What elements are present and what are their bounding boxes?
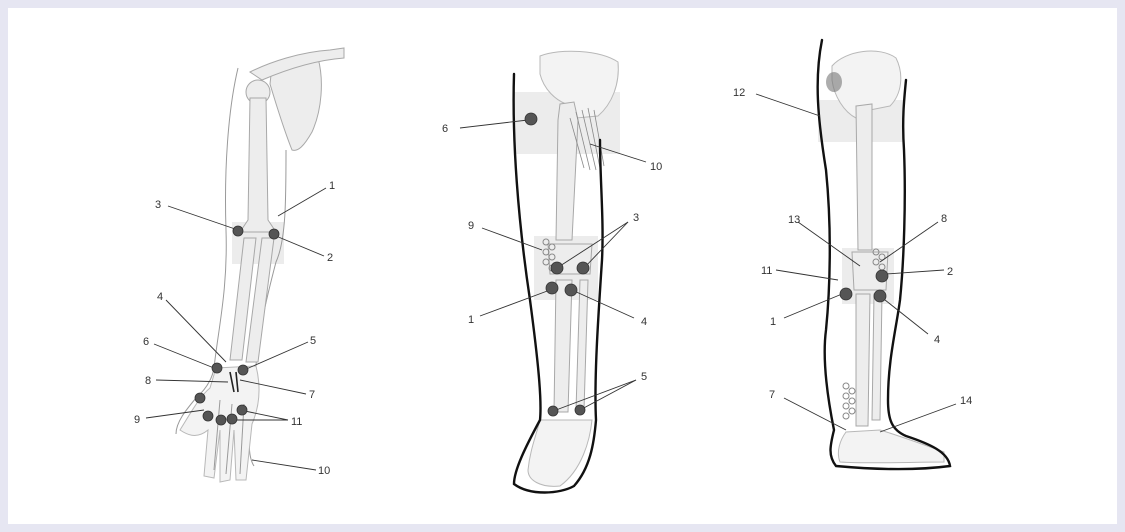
leg-side-label-7: 7 [769,389,775,401]
arm-label-8: 8 [145,375,151,387]
leg-front-leader-9 [482,228,542,250]
arm-label-11: 11 [291,416,302,428]
leg-front-label-1: 1 [468,314,474,326]
tibia [554,280,572,412]
leg-front-point-3a [551,262,563,274]
leg-front-label-6: 6 [442,123,448,135]
leg-front-point-1 [546,282,558,294]
arm-point-6 [212,363,222,373]
arm-leader-6 [154,344,214,368]
arm-label-9: 9 [134,414,140,426]
leg-front-point-3b [577,262,589,274]
fibula-side [872,294,882,420]
leg-side-figure: 12 13 8 11 2 1 4 7 14 [733,40,972,469]
leg-side-label-2: 2 [947,266,953,278]
arm-label-5: 5 [310,335,316,347]
humerus [240,98,276,232]
arm-label-6: 6 [143,336,149,348]
leg-front-label-10: 10 [650,161,662,173]
arm-label-1: 1 [329,180,335,192]
leg-side-point-1 [840,288,852,300]
arm-point-2 [269,229,279,239]
leg-side-leader-14 [880,404,956,432]
leg-front-point-5a [548,406,558,416]
leg-front-figure: 6 10 9 3 1 4 5 [442,51,662,492]
tibia-side [856,294,870,426]
leg-side-label-8: 8 [941,213,947,225]
arm-label-4: 4 [157,291,163,303]
leg-side-label-12: 12 [733,87,745,99]
leg-front-point-5b [575,405,585,415]
arm-point-11b [227,414,237,424]
leg-side-leader-4 [880,296,928,334]
arm-point-9a [195,393,205,403]
arm-label-7: 7 [309,389,315,401]
leg-front-leader-5b [580,380,636,410]
leg-side-leader-2 [886,270,944,274]
arm-point-3 [233,226,243,236]
leg-side-leader-8 [880,222,938,262]
figure-panel: 1 2 3 4 5 6 7 8 9 10 11 [8,8,1117,524]
arm-leader-10 [252,460,316,470]
arm-point-9b [203,411,213,421]
leg-side-label-1: 1 [770,316,776,328]
arm-label-3: 3 [155,199,161,211]
calf-hatch [843,383,855,419]
arm-label-10: 10 [318,465,330,477]
leg-side-leader-7 [784,398,846,430]
arm-point-11c [237,405,247,415]
leg-front-point-6 [525,113,537,125]
leg-front-label-4: 4 [641,316,647,328]
leg-front-label-3: 3 [633,212,639,224]
leg-side-label-4: 4 [934,334,940,346]
leg-side-label-11: 11 [761,265,772,277]
arm-label-2: 2 [327,252,333,264]
femur-side [856,104,872,250]
leg-front-label-9: 9 [468,220,474,232]
anatomy-diagram: 1 2 3 4 5 6 7 8 9 10 11 [8,8,1117,524]
arm-point-11a [216,415,226,425]
leg-front-leader-1 [480,290,550,316]
leg-side-point-2 [876,270,888,282]
leg-side-label-14: 14 [960,395,972,407]
arm-leader-3 [168,206,238,230]
leg-front-label-5: 5 [641,371,647,383]
leg-side-leader-1 [784,294,842,318]
foot-side [838,430,944,463]
leg-side-leader-12 [756,94,820,116]
arm-point-5 [238,365,248,375]
iliac-crest-mark [826,72,842,92]
femur [556,102,578,240]
leg-front-point-4 [565,284,577,296]
leg-side-point-4 [874,290,886,302]
leg-side-label-13: 13 [788,214,800,226]
arm-figure: 1 2 3 4 5 6 7 8 9 10 11 [134,48,344,482]
